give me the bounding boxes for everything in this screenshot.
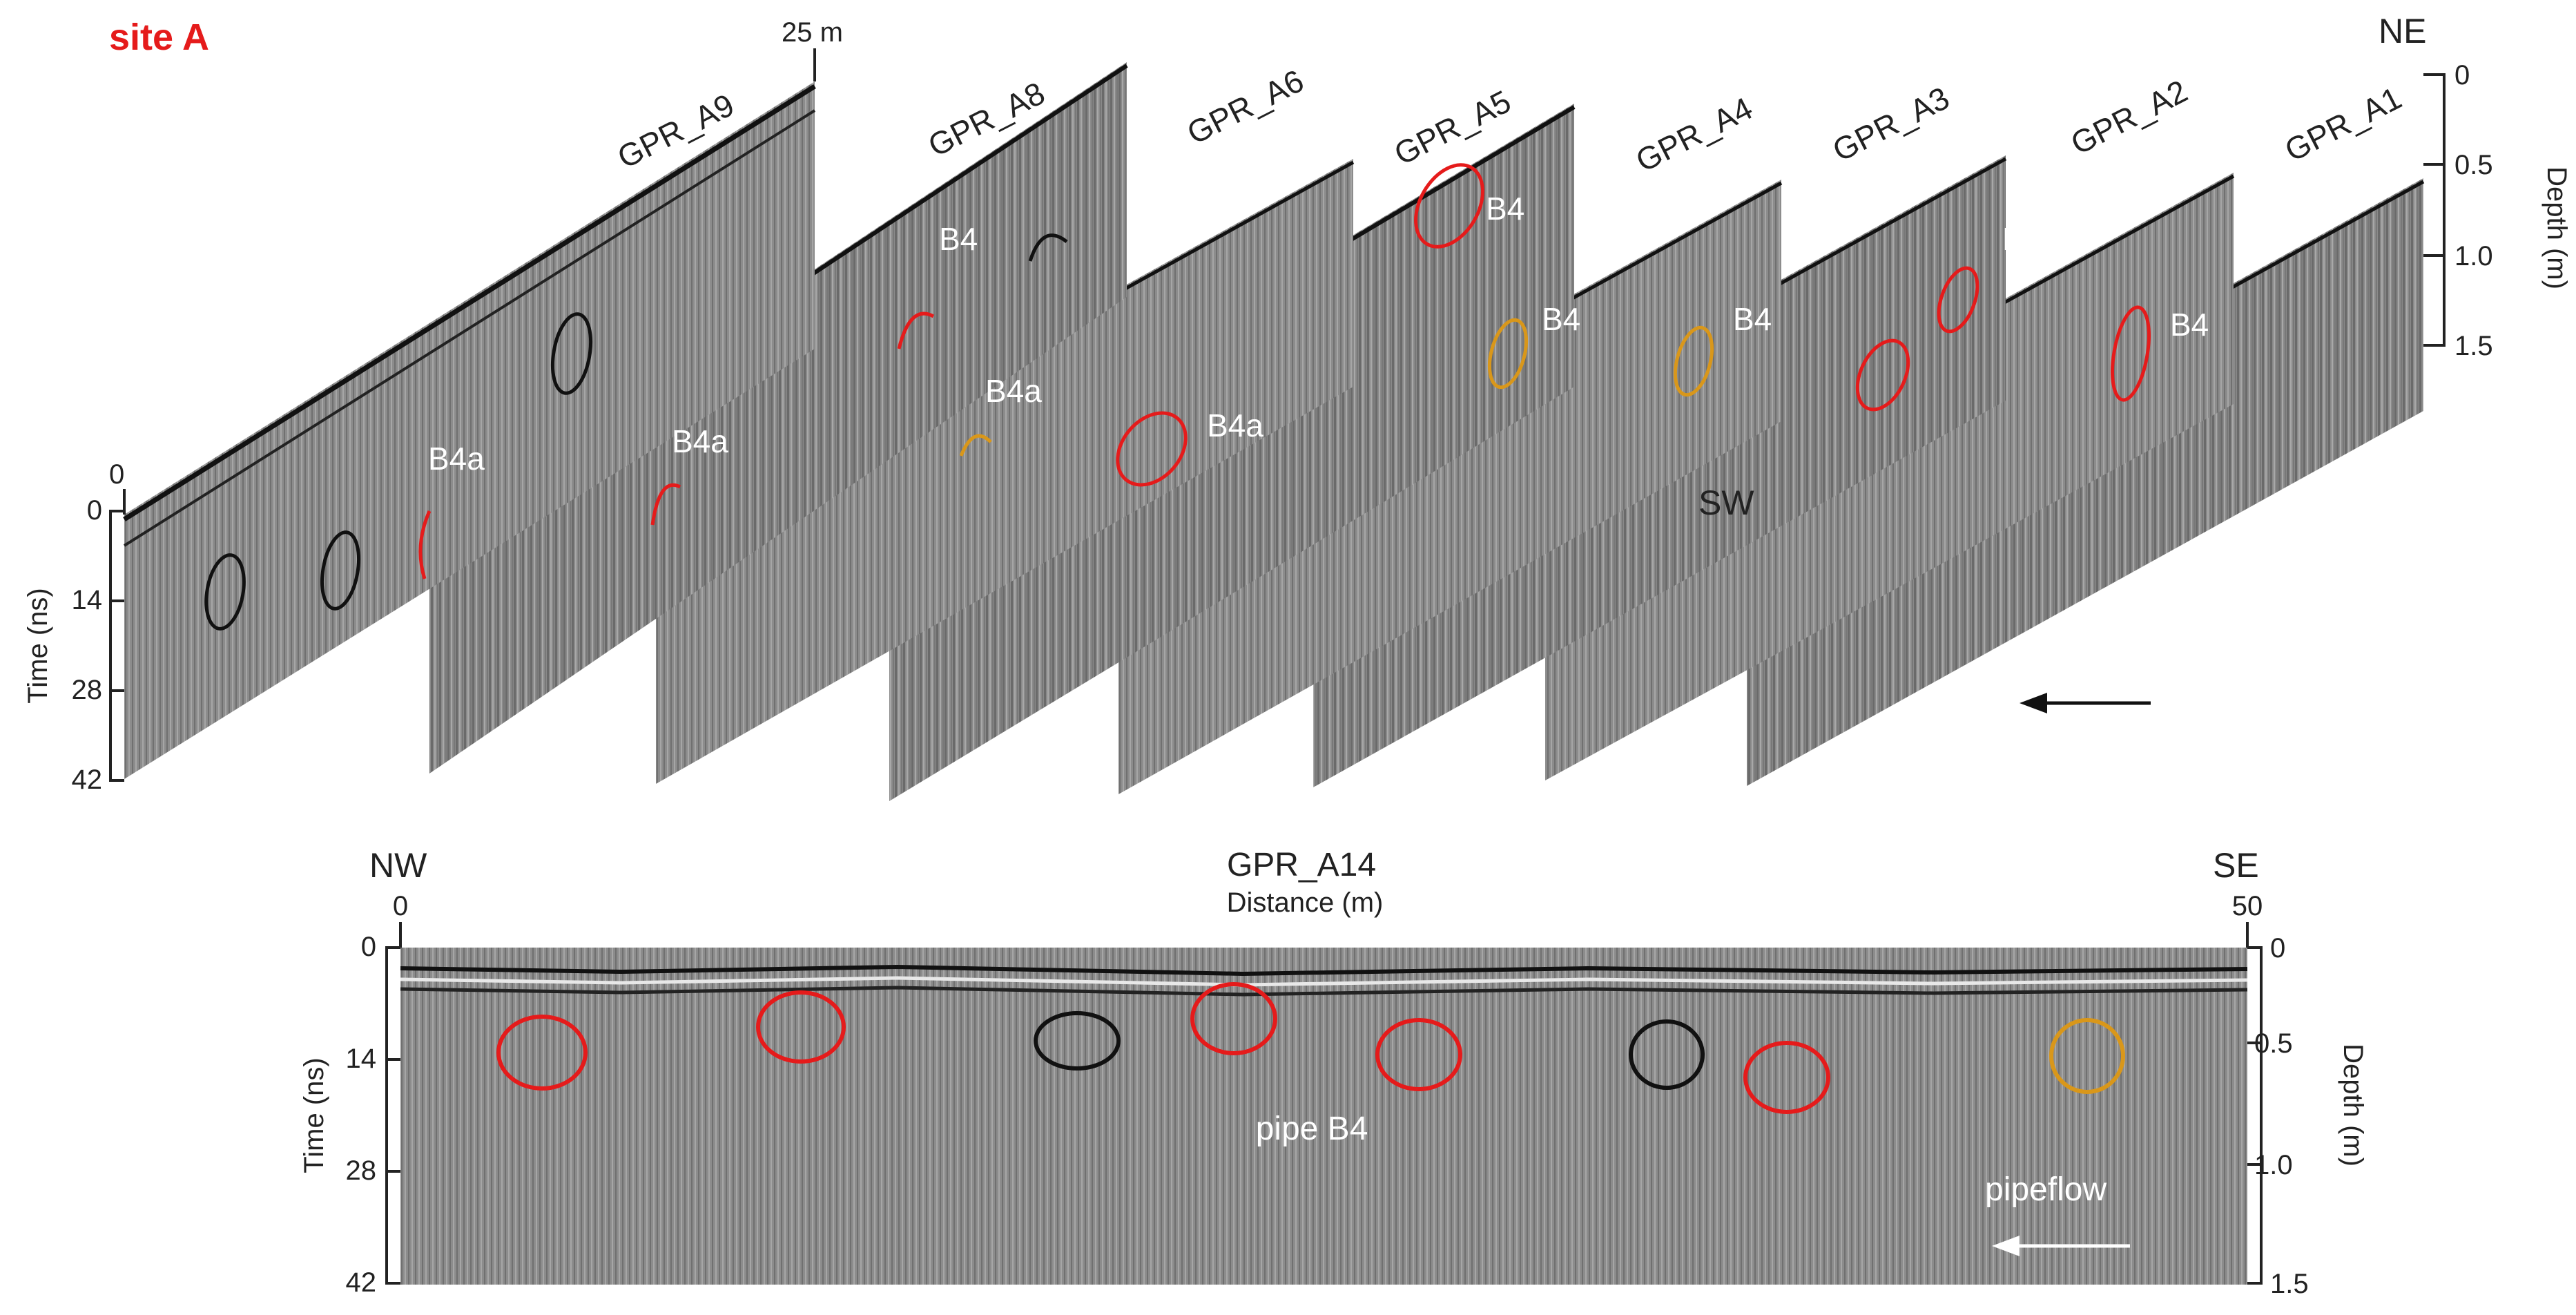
time-tick: 42 — [346, 1267, 377, 1298]
b4a-label: B4a — [672, 423, 728, 459]
pipeflow-label: pipeflow — [1985, 1171, 2107, 1208]
time-tick: 28 — [72, 675, 103, 705]
anomaly-orange — [959, 434, 992, 457]
time-tick: 28 — [346, 1155, 377, 1186]
anomaly-red — [1375, 1018, 1462, 1091]
profile-panel-a9 — [124, 81, 815, 779]
anomaly-red — [1190, 982, 1277, 1055]
site-label: site A — [109, 17, 209, 58]
b4a-label: B4a — [985, 373, 1042, 409]
time-axis-label: Time (ns) — [23, 588, 53, 703]
anomaly-black — [550, 312, 593, 395]
profile-panel-a6 — [656, 159, 1353, 784]
depth-axis-label: Depth (m) — [2541, 166, 2572, 289]
time-tick: 42 — [72, 765, 103, 795]
b4-label: B4 — [2002, 221, 2041, 257]
anomaly-orange — [2049, 1018, 2125, 1094]
anomaly-red — [897, 311, 935, 349]
depth-tick: 0.5 — [2454, 150, 2493, 180]
b4-label: B4 — [939, 221, 978, 257]
time-tick: 0 — [361, 932, 376, 962]
scale-label: 25 m — [782, 17, 843, 48]
orientation-se: SE — [2213, 846, 2259, 885]
profile-label: GPR_A2 — [2065, 73, 2193, 162]
time-tick: 0 — [87, 495, 102, 526]
top-depth-axis: 0 0.5 1.0 1.5 Depth (m) — [2423, 60, 2572, 361]
orientation-sw: SW — [1698, 483, 1754, 522]
anomaly-red — [496, 1015, 588, 1091]
time-tick: 14 — [346, 1044, 377, 1074]
pipeflow-arrow — [1992, 1236, 2130, 1256]
orientation-ne: NE — [2379, 12, 2426, 50]
top-annotation-labels: B4a B4a B4a B4a B4 B4 B4 B4 B4 B4 — [428, 191, 2209, 477]
pipeflow-arrow — [2020, 693, 2151, 713]
anomaly-red — [756, 990, 846, 1064]
distance-tick: 0 — [393, 891, 408, 921]
depth-tick: 1.5 — [2454, 331, 2493, 361]
anomaly-black — [204, 553, 246, 631]
bottom-depth-axis: 0 0.5 1.0 1.5 Depth (m) — [2247, 933, 2368, 1299]
profile-stack — [123, 62, 2425, 801]
b4-label: B4 — [1733, 301, 1772, 337]
a14-radargram — [400, 948, 2247, 1285]
profile-label: GPR_A1 — [2279, 79, 2407, 169]
profile-panel-a4 — [1118, 180, 1781, 794]
anomaly-orange — [1487, 318, 1529, 390]
depth-axis-label: Depth (m) — [2338, 1044, 2368, 1167]
b4-label: B4 — [1542, 301, 1580, 337]
orientation-nw: NW — [369, 846, 427, 885]
surface-reflector-a9 — [123, 84, 816, 521]
anomaly-red — [1937, 266, 1979, 334]
b4-label: B4 — [2170, 307, 2209, 343]
distance-zero: 0 — [109, 459, 124, 490]
anomaly-red — [1743, 1041, 1830, 1114]
profile-label: GPR_A3 — [1827, 79, 1955, 169]
profile-panel-a2 — [1545, 173, 2234, 780]
anomaly-red — [1116, 411, 1188, 487]
depth-tick: 1.5 — [2270, 1269, 2309, 1299]
anomaly-red — [1414, 163, 1484, 249]
distance-tick: 50 — [2232, 891, 2263, 921]
profile-label: GPR_A4 — [1630, 90, 1758, 179]
depth-tick: 1.0 — [2454, 241, 2493, 271]
time-axis-label: Time (ns) — [299, 1057, 329, 1173]
depth-tick: 0.5 — [2254, 1028, 2293, 1059]
anomaly-red — [2111, 305, 2151, 402]
b4a-label: B4a — [428, 441, 485, 477]
top-annotations — [204, 163, 2151, 631]
anomaly-black — [1028, 233, 1068, 262]
anomaly-black — [1629, 1019, 1705, 1090]
top-time-axis: 0 14 28 42 Time (ns) — [23, 495, 124, 795]
anomaly-red — [1855, 338, 1910, 412]
anomaly-orange — [1673, 325, 1714, 397]
anomaly-red — [650, 483, 681, 526]
pipeflow-label: pipeflow — [2006, 641, 2127, 678]
distance-axis-label: Distance (m) — [1227, 887, 1384, 918]
anomaly-black — [1034, 1011, 1121, 1071]
b4-label: B4 — [1486, 191, 1524, 227]
depth-tick: 1.0 — [2254, 1150, 2293, 1180]
b4a-label: B4a — [1207, 407, 1263, 443]
profile-panel-a8 — [429, 62, 1127, 774]
bottom-profile-title: GPR_A14 — [1227, 847, 1376, 883]
time-tick: 14 — [72, 585, 103, 615]
anomaly-red — [418, 510, 432, 579]
depth-tick: 0 — [2454, 60, 2470, 90]
profile-label: GPR_A6 — [1181, 62, 1309, 151]
anomaly-black — [320, 530, 360, 611]
depth-tick: 0 — [2270, 933, 2285, 963]
pipe-label: pipe B4 — [1256, 1111, 1368, 1147]
a14-annotations — [496, 982, 2125, 1114]
bottom-time-axis: 0 14 28 42 Time (ns) — [299, 932, 400, 1298]
reflector-a9-2 — [123, 109, 816, 547]
